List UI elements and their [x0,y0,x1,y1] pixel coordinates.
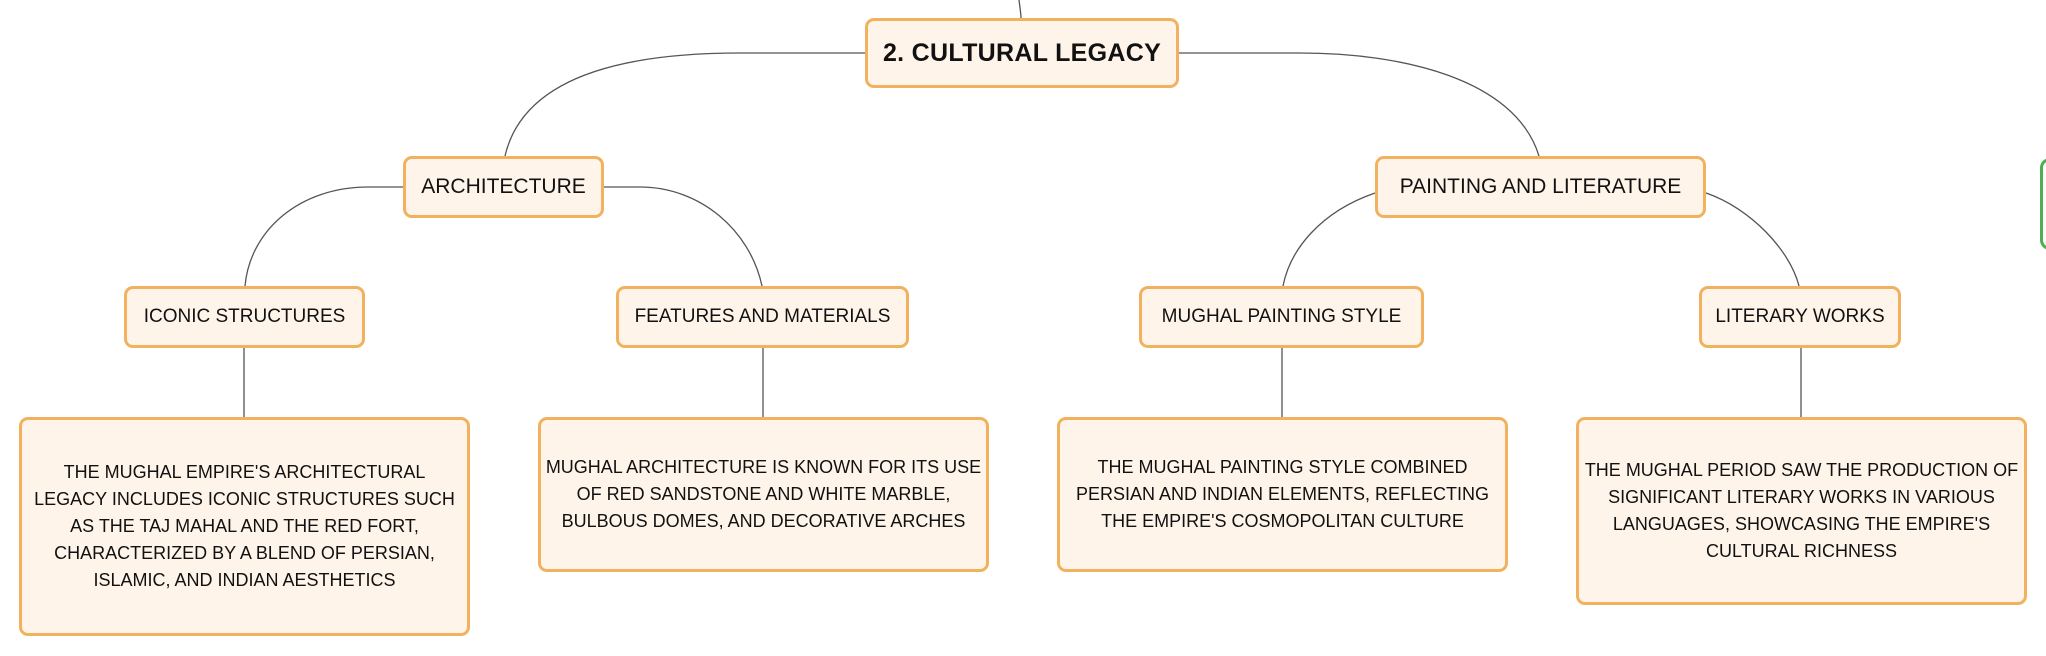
connector-painting-literature-to-literary-works [1705,192,1800,287]
leaf-node-label: MUGHAL PAINTING STYLE [1161,306,1402,327]
detail-node-painting-style[interactable]: THE MUGHAL PAINTING STYLE COMBINED PERSI… [1057,417,1508,572]
detail-node-literary-works[interactable]: THE MUGHAL PERIOD SAW THE PRODUCTION OF … [1576,417,2027,605]
leaf-node-label: FEATURES AND MATERIALS [634,306,891,327]
leaf-node-label: ICONIC STRUCTURES [143,306,346,327]
leaf-node-iconic-structures[interactable]: ICONIC STRUCTURES [124,286,365,348]
leaf-node-features-materials[interactable]: FEATURES AND MATERIALS [616,286,909,348]
connector-architecture-to-iconic-structures [244,186,403,287]
root-node[interactable]: 2. CULTURAL LEGACY [865,18,1179,88]
connector-architecture-to-features-materials [604,186,763,287]
connector-root-to-painting-literature [1179,52,1540,157]
root-node-label: 2. CULTURAL LEGACY [882,38,1162,67]
branch-node-label: PAINTING AND LITERATURE [1399,175,1682,198]
detail-node-text: THE MUGHAL PAINTING STYLE COMBINED PERSI… [1075,457,1490,531]
leaf-node-painting-style[interactable]: MUGHAL PAINTING STYLE [1139,286,1424,348]
detail-node-text: THE MUGHAL EMPIRE'S ARCHITECTURAL LEGACY… [34,462,455,590]
connector-parent-to-root [1018,0,1022,19]
connector-root-to-architecture [504,52,865,157]
detail-node-text: MUGHAL ARCHITECTURE IS KNOWN FOR ITS USE… [545,457,982,531]
branch-node-label: ARCHITECTURE [421,175,586,198]
detail-node-iconic-structures[interactable]: THE MUGHAL EMPIRE'S ARCHITECTURAL LEGACY… [19,417,470,636]
detail-node-features-materials[interactable]: MUGHAL ARCHITECTURE IS KNOWN FOR ITS USE… [538,417,989,572]
branch-node-architecture[interactable]: ARCHITECTURE [403,156,604,218]
connector-painting-literature-to-painting-style [1282,192,1376,287]
branch-node-painting-literature[interactable]: PAINTING AND LITERATURE [1375,156,1706,218]
detail-node-text: THE MUGHAL PERIOD SAW THE PRODUCTION OF … [1584,460,2019,561]
leaf-node-label: LITERARY WORKS [1715,306,1885,327]
leaf-node-literary-works[interactable]: LITERARY WORKS [1699,286,1901,348]
offscreen-node-edge[interactable] [2040,158,2046,250]
